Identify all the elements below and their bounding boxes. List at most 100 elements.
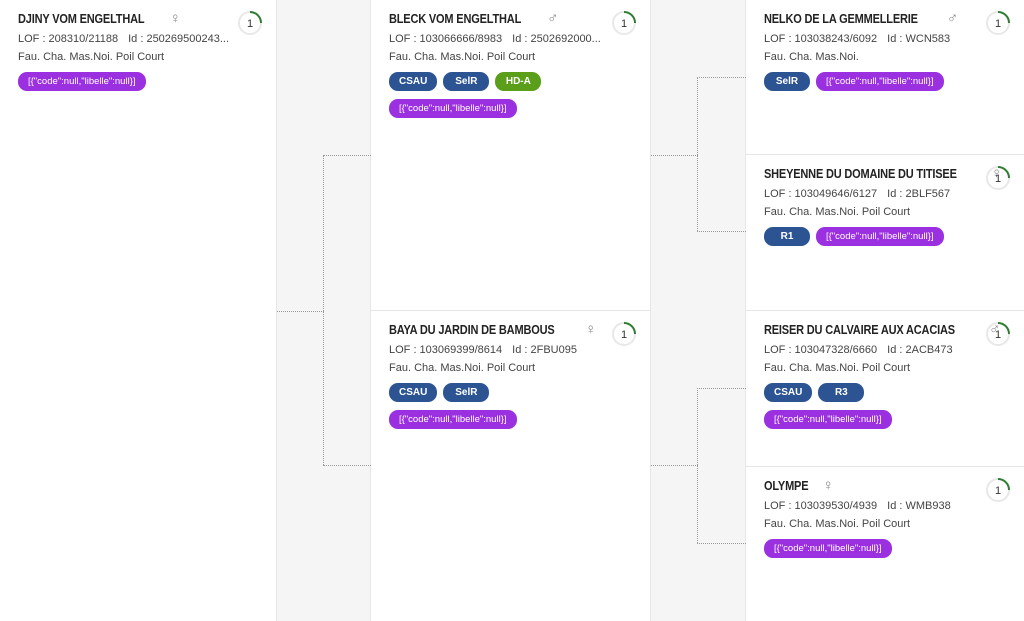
female-icon: ♀ [991, 165, 1003, 182]
title-badge: [{"code":null,"libelle":null}] [816, 227, 944, 246]
connector-line [697, 388, 746, 389]
count-label: 1 [994, 329, 1002, 341]
chip-id: Id : 250269500243... [128, 33, 230, 45]
dog-name-row: OLYMPE ♀ [764, 478, 834, 493]
count-label: 1 [246, 18, 254, 30]
pedigree-card-subject[interactable]: DJINY VOM ENGELTHAL ♀ LOF : 208310/21188 Id… [0, 0, 276, 621]
badge-list: SelR [{"code":null,"libelle":null}] [764, 72, 962, 91]
separator [370, 0, 371, 621]
badge-list: [{"code":null,"libelle":null}] [18, 72, 214, 91]
lof-number: LOF : 103069399/8614 [389, 344, 503, 356]
chip-id: Id : WMB938 [887, 500, 951, 512]
lof-number: LOF : 103039530/4939 [764, 500, 878, 512]
award-badge: SelR [443, 383, 490, 402]
title-badge: [{"code":null,"libelle":null}] [389, 410, 517, 429]
title-badge: [{"code":null,"libelle":null}] [816, 72, 944, 91]
dog-name[interactable]: NELKO DE LA GEMMELLERIE [764, 11, 918, 26]
count-label: 1 [994, 18, 1002, 30]
dog-identifiers: LOF : 103066666/8983 Id : 2502692000... [389, 33, 601, 45]
lof-number: LOF : 103066666/8983 [389, 33, 503, 45]
connector-line [697, 388, 698, 543]
separator [745, 0, 746, 621]
dog-identifiers: LOF : 208310/21188 Id : 250269500243... [18, 33, 229, 45]
lof-number: LOF : 103038243/6092 [764, 33, 878, 45]
dog-name[interactable]: DJINY VOM ENGELTHAL [18, 11, 145, 26]
pedigree-card-sire-dam[interactable]: SHEYENNE DU DOMAINE DU TITISEE ♀ LOF : 103… [746, 155, 1024, 310]
dog-description: Fau. Cha. Mas.Noi. Poil Court [764, 362, 911, 374]
dog-name[interactable]: BLECK VOM ENGELTHAL [389, 11, 522, 26]
dog-description: Fau. Cha. Mas.Noi. Poil Court [18, 51, 165, 63]
female-icon: ♀ [585, 321, 597, 338]
chip-id: Id : 2FBU095 [512, 344, 577, 356]
separator [371, 310, 650, 311]
separator [650, 0, 651, 621]
title-badge: [{"code":null,"libelle":null}] [764, 539, 892, 558]
lof-number: LOF : 208310/21188 [18, 33, 119, 45]
dog-description: Fau. Cha. Mas.Noi. Poil Court [764, 518, 911, 530]
connector-line [697, 77, 746, 78]
male-icon: ♂ [946, 10, 959, 27]
progress-ring: 1 [985, 165, 1011, 191]
dog-name-row: SHEYENNE DU DOMAINE DU TITISEE ♀ [764, 166, 1002, 181]
award-badge: SelR [764, 72, 810, 91]
connector-line [651, 155, 698, 156]
badge-list: R1[{"code":null,"libelle":null}] [764, 227, 962, 246]
dog-identifiers: LOF : 103039530/4939 Id : WMB938 [764, 500, 951, 512]
title-badge: [{"code":null,"libelle":null}] [389, 99, 517, 118]
chip-id: Id : 2BLF567 [887, 188, 951, 200]
dog-name-row: REISER DU CALVAIRE AUX ACACIAS ♂ [764, 322, 1000, 337]
count-label: 1 [620, 329, 628, 341]
dog-identifiers: LOF : 103069399/8614 Id : 2FBU095 [389, 344, 577, 356]
pedigree-card-sire[interactable]: BLECK VOM ENGELTHAL ♂ LOF : 103066666/8983… [371, 0, 650, 310]
male-icon: ♂ [988, 321, 1001, 338]
connector-line [323, 155, 371, 156]
dog-name[interactable]: BAYA DU JARDIN DE BAMBOUS [389, 322, 555, 337]
dog-description: Fau. Cha. Mas.Noi. Poil Court [389, 362, 536, 374]
pedigree-card-dam[interactable]: BAYA DU JARDIN DE BAMBOUS ♀ LOF : 10306939… [371, 311, 650, 621]
dog-name-row: NELKO DE LA GEMMELLERIE ♂ [764, 11, 958, 26]
progress-ring: 1 [985, 477, 1011, 503]
progress-ring: 1 [611, 321, 637, 347]
connector-line [323, 155, 324, 465]
dog-name-row: DJINY VOM ENGELTHAL ♀ [18, 11, 181, 26]
female-icon: ♀ [822, 477, 834, 494]
dog-name-row: BAYA DU JARDIN DE BAMBOUS ♀ [389, 322, 596, 337]
female-icon: ♀ [169, 10, 181, 27]
dog-description: Fau. Cha. Mas.Noi. [764, 51, 859, 63]
connector-line [277, 311, 324, 312]
award-badge: HD-A [495, 72, 542, 91]
count-label: 1 [994, 173, 1002, 185]
dog-description: Fau. Cha. Mas.Noi. Poil Court [764, 206, 911, 218]
dog-name[interactable]: SHEYENNE DU DOMAINE DU TITISEE [764, 166, 957, 181]
connector-line [697, 231, 746, 232]
title-badge: [{"code":null,"libelle":null}] [764, 410, 892, 429]
connector-line [651, 465, 698, 466]
separator [746, 466, 1024, 467]
separator [746, 310, 1024, 311]
award-badge: CSAU [389, 72, 438, 91]
connector-line [697, 543, 746, 544]
pedigree-card-sire-sire[interactable]: NELKO DE LA GEMMELLERIE ♂ LOF : 103038243/… [746, 0, 1024, 154]
male-icon: ♂ [547, 10, 559, 27]
separator [276, 0, 277, 621]
progress-ring: 1 [611, 10, 637, 36]
chip-id: Id : 2502692000... [512, 33, 601, 45]
dog-name[interactable]: OLYMPE [764, 478, 809, 493]
title-badge: [{"code":null,"libelle":null}] [18, 72, 146, 91]
separator [746, 154, 1024, 155]
progress-ring: 1 [237, 10, 263, 36]
count-label: 1 [994, 485, 1002, 497]
progress-ring: 1 [985, 321, 1011, 347]
chip-id: Id : 2ACB473 [887, 344, 953, 356]
award-badge: R3 [818, 383, 865, 402]
connector-line [697, 77, 698, 231]
dog-name[interactable]: REISER DU CALVAIRE AUX ACACIAS [764, 322, 955, 337]
pedigree-card-dam-sire[interactable]: REISER DU CALVAIRE AUX ACACIAS ♂ LOF : 103… [746, 311, 1024, 466]
